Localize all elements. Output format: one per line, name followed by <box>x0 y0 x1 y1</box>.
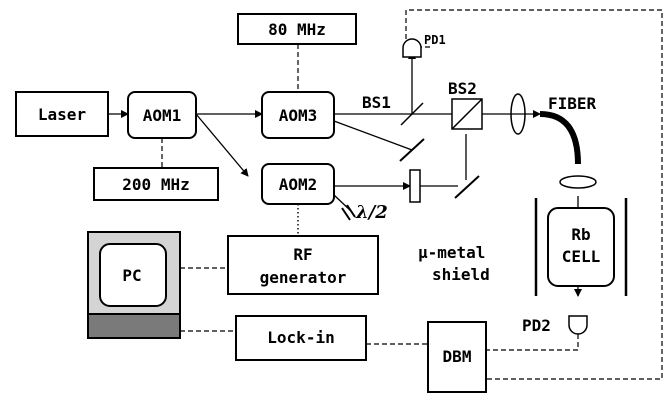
rb-cell-label-line2: CELL <box>562 247 601 266</box>
fiber <box>539 111 581 165</box>
pd2-detector <box>568 315 588 335</box>
lockin-box: Lock-in <box>235 315 367 361</box>
pc-computer: PC <box>87 231 181 339</box>
freq-200mhz-label: 200 MHz <box>122 175 189 194</box>
laser-box: Laser <box>15 91 109 137</box>
laser-label: Laser <box>38 105 86 124</box>
rf-generator-label-line1: RF <box>293 245 312 264</box>
rf-generator-box: RF generator <box>227 235 379 295</box>
waveplate-label: λ/2 <box>355 202 388 223</box>
aom2-box: AOM2 <box>261 163 335 205</box>
dbm-box: DBM <box>427 321 487 393</box>
aom1-box: AOM1 <box>127 91 197 139</box>
pc-label: PC <box>122 266 141 285</box>
bs2-label: BS2 <box>448 79 477 98</box>
freq-80mhz-label: 80 MHz <box>268 20 326 39</box>
aom2-label: AOM2 <box>279 175 318 194</box>
freq-80mhz-box: 80 MHz <box>237 13 357 45</box>
aom3-label: AOM3 <box>279 106 318 125</box>
pd2-label: PD2 <box>522 316 551 335</box>
fiber-label: FIBER <box>548 94 597 113</box>
bs1-mirror <box>400 102 424 126</box>
aom1-label: AOM1 <box>143 106 182 125</box>
rb-cell-label-line1: Rb <box>571 225 590 244</box>
rb-cell: Rb CELL <box>547 207 615 287</box>
pd1-detector <box>402 38 422 58</box>
shield-label-line2: shield <box>432 265 490 284</box>
pd1-label: PD1 <box>424 33 446 47</box>
aom3-box: AOM3 <box>261 91 335 139</box>
dbm-label: DBM <box>443 347 472 366</box>
rf-generator-label-line2: generator <box>260 268 347 287</box>
freq-200mhz-box: 200 MHz <box>93 167 219 201</box>
lens-1 <box>510 93 526 135</box>
mirror-right <box>454 175 480 199</box>
lens-2 <box>559 175 597 189</box>
bs1-label: BS1 <box>362 93 391 112</box>
mu-metal-shield <box>534 198 628 296</box>
beam-dump <box>341 204 356 221</box>
bs2-cube <box>451 98 483 130</box>
shield-label-line1: μ-metal <box>418 243 485 262</box>
waveplate <box>409 169 421 203</box>
pc-base <box>87 313 181 339</box>
mirror-lower <box>399 138 425 162</box>
lockin-label: Lock-in <box>267 328 334 347</box>
